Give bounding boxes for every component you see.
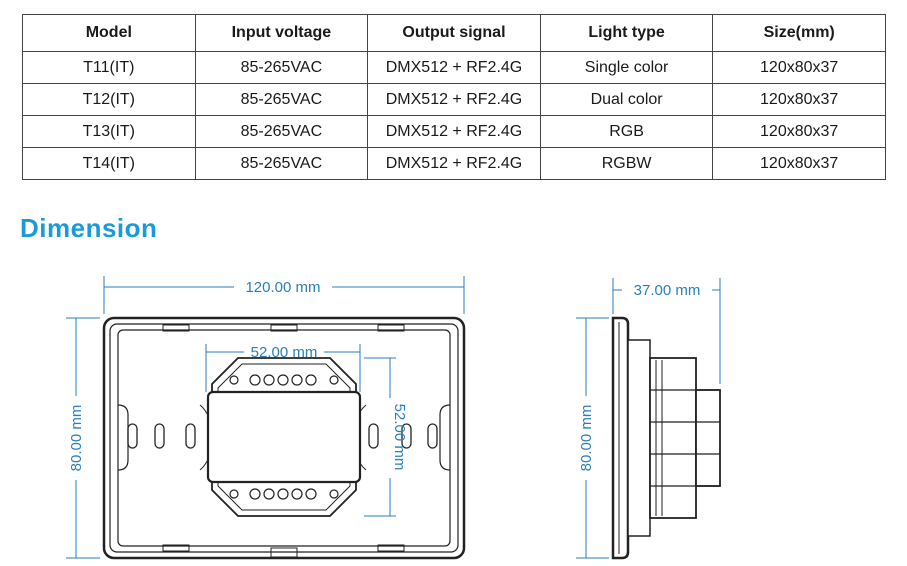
cell-size: 120x80x37 [712,115,886,148]
front-bottom-tab [270,547,298,558]
cell-input-voltage: 85-265VAC [194,147,369,180]
mounting-slot [185,423,196,449]
cell-model: T12(IT) [22,83,196,116]
header-model: Model [22,14,196,52]
header-input-voltage: Input voltage [194,14,369,52]
front-dimensions [66,276,465,559]
terminal-hole [249,488,261,500]
header-light-type: Light type [539,14,714,52]
front-view-drawing [102,316,466,560]
front-right-notch [439,404,451,471]
side-terminal-block [695,389,721,487]
table-row: T14(IT) 85-265VAC DMX512 + RF2.4G RGBW 1… [22,147,886,180]
section-title: Dimension [20,213,158,243]
terminal-hole [291,488,303,500]
cell-size: 120x80x37 [712,51,886,84]
terminal-hole [249,374,261,386]
table-row: T11(IT) 85-265VAC DMX512 + RF2.4G Single… [22,51,886,84]
cell-size: 120x80x37 [712,147,886,180]
side-module-body [649,357,697,519]
terminal-screw [329,375,339,385]
front-top-tab [377,324,405,332]
side-dimensions [576,278,721,559]
cell-light-type: Dual color [539,83,714,116]
side-front-plate [611,316,630,560]
side-body [627,339,651,537]
cell-output-signal: DMX512 + RF2.4G [367,83,541,116]
terminal-hole [263,374,275,386]
front-height-label: 80.00 mm [68,405,85,472]
mounting-slot [368,423,379,449]
terminal-screw [329,489,339,499]
terminal-hole [305,488,317,500]
mounting-slot [127,423,138,449]
header-size: Size(mm) [712,14,886,52]
cell-model: T14(IT) [22,147,196,180]
side-height-label: 80.00 mm [578,405,595,472]
spec-table: Model Input voltage Output signal Light … [22,14,886,180]
cell-light-type: Single color [539,51,714,84]
front-inner-width-label: 52.00 mm [251,344,318,361]
side-depth-label: 37.00 mm [634,282,701,299]
cell-model: T13(IT) [22,115,196,148]
front-inner-height-label: 52.00 mm [391,404,408,471]
terminal-screw [229,375,239,385]
table-row: T13(IT) 85-265VAC DMX512 + RF2.4G RGB 12… [22,115,886,148]
terminal-hole [277,488,289,500]
front-inner-frame [117,329,451,547]
front-width-label: 120.00 mm [245,279,320,296]
table-header-row: Model Input voltage Output signal Light … [22,14,886,52]
cell-output-signal: DMX512 + RF2.4G [367,51,541,84]
side-view-drawing [611,316,721,560]
front-top-tab [270,324,298,332]
terminal-hole [263,488,275,500]
terminal-screw [229,489,239,499]
center-display-window [206,390,362,484]
cell-size: 120x80x37 [712,83,886,116]
cell-input-voltage: 85-265VAC [194,51,369,84]
mounting-slot [427,423,438,449]
cell-input-voltage: 85-265VAC [194,115,369,148]
front-bottom-tab [162,544,190,552]
cell-input-voltage: 85-265VAC [194,83,369,116]
mounting-slot [401,423,412,449]
terminal-hole [291,374,303,386]
table-row: T12(IT) 85-265VAC DMX512 + RF2.4G Dual c… [22,83,886,116]
mounting-slot [154,423,165,449]
terminal-hole [277,374,289,386]
terminal-hole [305,374,317,386]
front-mid-frame [109,323,459,553]
front-top-tab [162,324,190,332]
front-bottom-tab [377,544,405,552]
